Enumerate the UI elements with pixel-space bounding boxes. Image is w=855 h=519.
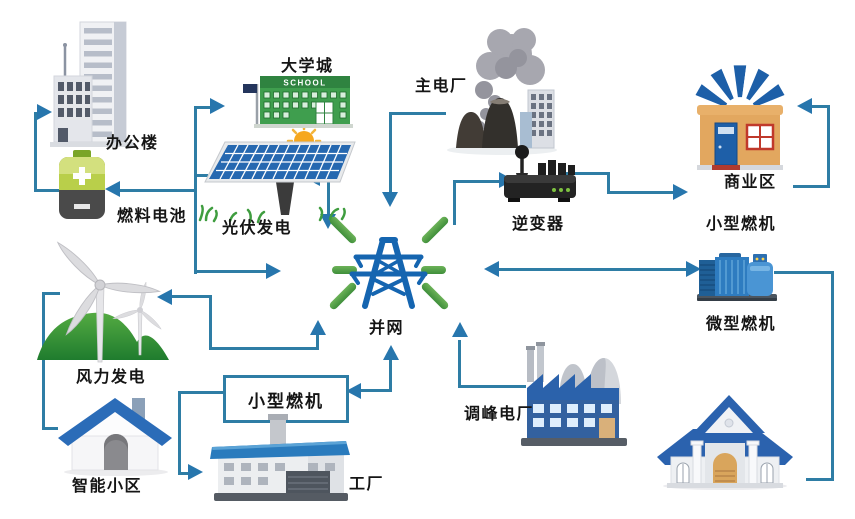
- arrow-to-fuel-cell: [105, 181, 120, 197]
- small-turbine-box-label: 小型燃机: [248, 391, 324, 411]
- arrow-to-grid-bottom: [383, 345, 399, 360]
- wire-segment: [453, 180, 501, 183]
- school-sign: SCHOOL: [283, 79, 326, 88]
- wind-turbine-icon: [37, 241, 169, 363]
- wire-segment: [194, 106, 210, 109]
- green-ray: [421, 266, 446, 274]
- wire-segment: [774, 271, 834, 274]
- arrow-to-office: [37, 104, 52, 120]
- arrow-to-micro-turbine: [686, 261, 701, 277]
- arrow-to-grid-left: [266, 263, 281, 279]
- wire-segment: [827, 105, 830, 187]
- wire-segment: [793, 185, 830, 188]
- arrow-to-commercial: [797, 98, 812, 114]
- inverter-label: 逆变器: [512, 216, 565, 233]
- arrow-to-factory: [188, 464, 203, 480]
- wire-segment: [34, 189, 68, 192]
- civic-building-icon: [657, 395, 793, 490]
- wire-segment: [607, 172, 610, 194]
- generator-icon: [697, 253, 777, 301]
- wire-segment: [172, 295, 212, 298]
- university-label: 大学城: [281, 58, 334, 75]
- arrow-to-grid-top: [382, 192, 398, 207]
- house-icon: [58, 398, 172, 476]
- wire-segment: [458, 385, 526, 388]
- wire-segment: [566, 172, 610, 175]
- wire-segment: [209, 295, 212, 350]
- wire-segment: [316, 334, 319, 350]
- wire-segment: [453, 180, 456, 225]
- wire-segment: [499, 268, 687, 271]
- power-plant-smoke-icon: [447, 28, 557, 155]
- office-building-icon: [50, 21, 134, 147]
- wire-segment: [42, 292, 45, 430]
- grid-connection-label: 并网: [369, 320, 405, 337]
- wire-segment: [361, 389, 392, 392]
- arrow-to-small-turbine: [673, 184, 688, 200]
- wire-segment: [327, 176, 330, 216]
- small-wind-turbine: [112, 281, 162, 356]
- wire-segment: [458, 340, 461, 388]
- arrow-to-university: [210, 98, 225, 114]
- wire-segment: [389, 360, 392, 392]
- transmission-tower-icon: [349, 237, 428, 309]
- wire-segment: [389, 112, 392, 194]
- wire-segment: [831, 271, 834, 481]
- office-label: 办公楼: [106, 135, 159, 152]
- wire-segment: [194, 174, 208, 177]
- micro-turbine-label: 微型燃机: [706, 316, 777, 333]
- wire-segment: [178, 391, 223, 394]
- green-ray: [332, 266, 357, 274]
- arrow-to-grid-right: [484, 261, 499, 277]
- large-wind-turbine: [56, 241, 162, 363]
- shop-icon: [695, 65, 785, 170]
- wire-segment: [806, 478, 834, 481]
- arrow-to-grid-bottomleft: [310, 320, 326, 335]
- arrow-to-wind: [157, 289, 172, 305]
- fuel-cell-label: 燃料电池: [117, 208, 188, 225]
- wire-segment: [194, 270, 266, 273]
- factory-icon: [210, 414, 350, 501]
- wire-segment: [178, 391, 181, 475]
- wire-segment: [209, 347, 319, 350]
- wire-segment: [607, 191, 675, 194]
- factory-label: 工厂: [349, 476, 385, 493]
- wire-segment: [42, 292, 60, 295]
- wire-segment: [812, 105, 830, 108]
- small-turbine-label: 小型燃机: [706, 216, 777, 233]
- arrow-to-turbine-box: [346, 383, 361, 399]
- wind-label: 风力发电: [76, 369, 147, 386]
- school-icon: SCHOOL: [243, 76, 353, 128]
- arrow-to-grid-bottomright: [452, 322, 468, 337]
- commercial-label: 商业区: [724, 174, 777, 191]
- battery-icon: [59, 150, 105, 219]
- solar-panel-icon: [198, 125, 356, 224]
- smart-community-label: 智能小区: [72, 478, 143, 495]
- wire-segment: [34, 112, 37, 192]
- inverter-icon: [504, 145, 576, 202]
- peak-plant-label: 调峰电厂: [464, 406, 535, 423]
- wire-segment: [178, 472, 190, 475]
- wire-segment: [42, 427, 58, 430]
- wire-segment: [389, 112, 446, 115]
- wire-segment: [120, 189, 197, 192]
- pv-label: 光伏发电: [222, 220, 293, 237]
- peak-plant-icon: [521, 342, 627, 446]
- main-plant-label: 主电厂: [415, 78, 468, 95]
